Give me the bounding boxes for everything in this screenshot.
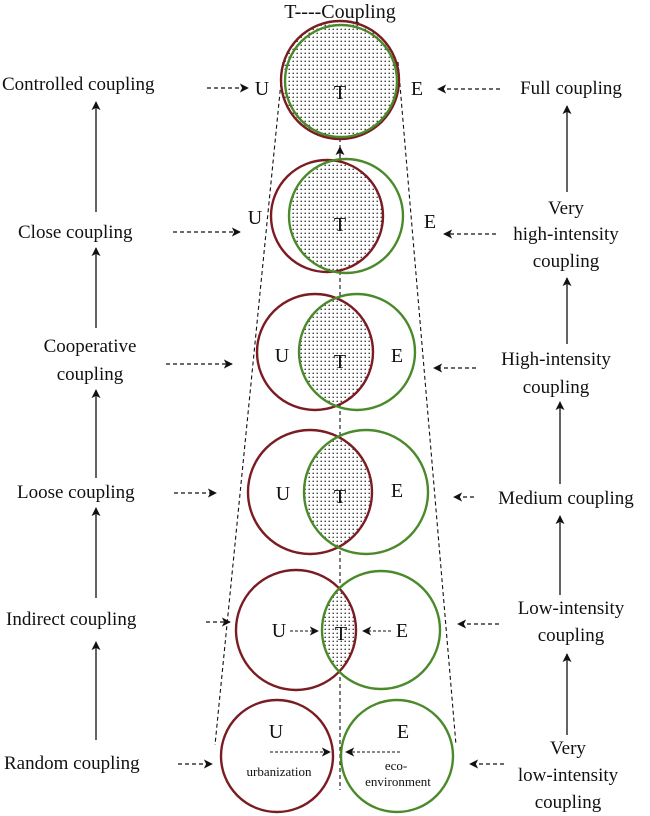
t-label: T: [333, 214, 347, 236]
stage-label-very-low-line1: Very: [550, 738, 586, 759]
venn-controlled: [279, 19, 401, 141]
u-label: U: [274, 345, 290, 367]
t-label: T: [333, 82, 347, 104]
stage-label-very-low-line3: coupling: [534, 792, 602, 813]
e-label: E: [390, 480, 404, 502]
e-label: E: [410, 78, 424, 100]
left-dashed-arrows: [166, 83, 249, 769]
e-label: E: [390, 345, 404, 367]
stage-label-high-line1: High-intensity: [501, 349, 611, 370]
venn-cooperative: [255, 292, 417, 412]
stage-label-very-high-line2: high-intensity: [513, 224, 619, 245]
e-label: E: [423, 211, 437, 233]
e-label: E: [396, 721, 410, 743]
t-label: T: [334, 623, 348, 645]
t-label: T: [333, 351, 347, 373]
right-progression-arrows: [555, 105, 572, 735]
stage-label-indirect: Indirect coupling: [6, 609, 137, 630]
eco-label-line1: eco-: [384, 758, 408, 773]
stage-label-close: Close coupling: [18, 222, 133, 243]
u-label: U: [271, 620, 287, 642]
stage-label-low-line2: coupling: [537, 625, 605, 646]
stage-label-very-high-line1: Very: [548, 198, 584, 219]
e-label: E: [395, 620, 409, 642]
u-label: U: [275, 483, 291, 505]
inner-arrows: [270, 626, 400, 757]
stage-label-full: Full coupling: [520, 78, 622, 99]
u-label: U: [268, 721, 284, 743]
stage-label-loose: Loose coupling: [17, 482, 135, 503]
stage-label-medium: Medium coupling: [498, 488, 634, 509]
stage-label-low-line1: Low-intensity: [517, 598, 625, 619]
stage-label-very-high-line3: coupling: [532, 251, 600, 272]
u-label: U: [254, 78, 270, 100]
eco-label-line2: environment: [365, 774, 431, 789]
u-label: U: [247, 207, 263, 229]
venn-close: [269, 157, 405, 275]
diagram-title: T----Coupling: [284, 1, 396, 23]
right-dashed-arrows: [433, 84, 504, 769]
stage-label-high-line2: coupling: [522, 377, 590, 398]
stage-label-cooperative-line1: Cooperative: [43, 336, 137, 357]
stage-label-controlled: Controlled coupling: [2, 74, 155, 95]
stage-label-random: Random coupling: [4, 753, 140, 774]
venn-loose: [246, 428, 430, 556]
t-label: T: [333, 486, 347, 508]
stage-label-very-low-line2: low-intensity: [517, 765, 619, 786]
venn-random: [219, 698, 455, 814]
stage-label-cooperative-line2: coupling: [56, 364, 124, 385]
urbanization-label: urbanization: [246, 764, 312, 779]
